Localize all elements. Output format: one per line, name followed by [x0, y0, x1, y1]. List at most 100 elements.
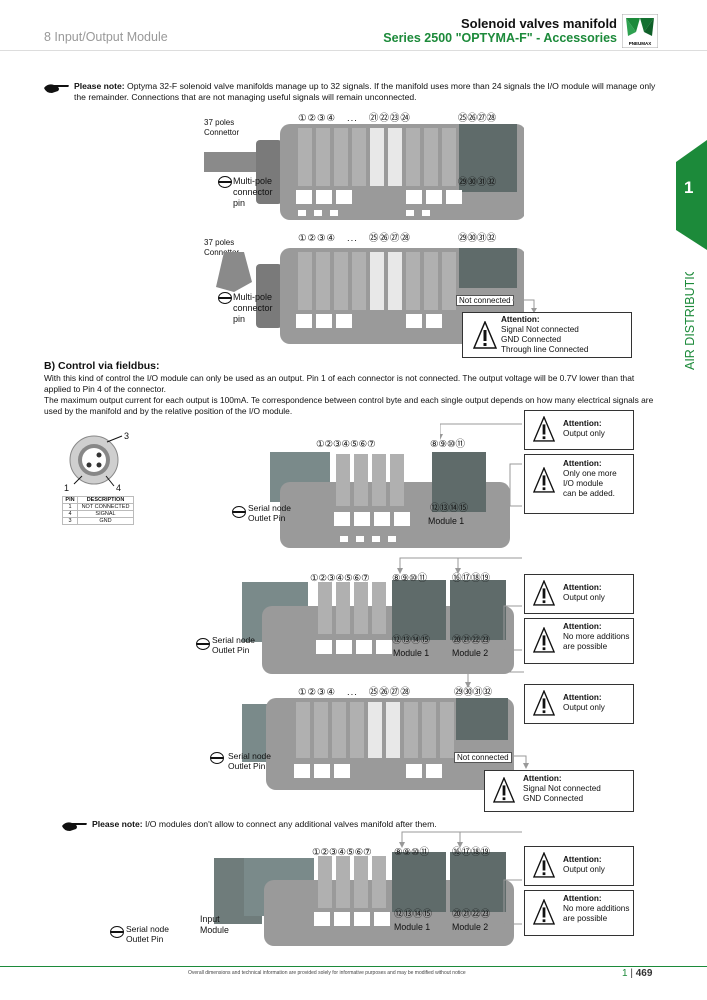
attention-box-output-only: Attention:Output only [524, 574, 634, 614]
module2-numbers-top-6: ⑯⑰⑱⑲ [452, 847, 491, 858]
warning-icon [473, 321, 497, 349]
module-numbers-bottom-3: ⑫⑬⑭⑮ [430, 503, 469, 514]
attention-box-output-only: Attention:Output only [524, 846, 634, 886]
pointing-hand-icon [44, 84, 69, 93]
attention-line: are possible [563, 642, 608, 651]
module2-numbers-bottom-6: ⑳㉑㉒㉓ [452, 909, 491, 920]
module-label: Module 1 [428, 516, 465, 526]
attention-box-no-more: Attention: No more additions are possibl… [524, 890, 634, 936]
note-2-text: I/O modules don't allow to connect any a… [145, 819, 437, 829]
table-cell: NOT CONNECTED [77, 503, 134, 511]
attention-box-no-more: Attention: No more additions are possibl… [524, 618, 634, 664]
section-b-paragraph-2: The maximum output current for each outp… [44, 395, 654, 416]
attention-line: Through line Connected [501, 345, 589, 354]
warning-icon [533, 690, 555, 716]
pneumax-logo: PNEUMAX [621, 13, 659, 49]
attention-line: Output only [563, 593, 605, 602]
connector-face-icon [69, 435, 123, 487]
warning-icon [493, 777, 515, 803]
serial-node-label: Serial node Outlet Pin [228, 751, 272, 771]
note-2: Please note: I/O modules don't allow to … [92, 819, 652, 830]
chapter-number: 1 [684, 178, 694, 197]
chapter-label-text: AIR DISTRIBUTION [683, 272, 697, 370]
manifold-diagram-5 [242, 698, 514, 790]
connector-label-2: 37 poles Connettor [204, 238, 240, 257]
module2-label: Module 2 [452, 922, 489, 932]
connector-label-1: 37 poles Connettor [204, 118, 240, 137]
warning-icon [533, 852, 555, 878]
note-1-text: Optyma 32-F solenoid valve manifolds man… [74, 81, 656, 102]
callout-lines [399, 831, 522, 925]
attention-line: GND Connected [523, 794, 584, 803]
attention-box-output-only: Attention:Output only [524, 410, 634, 450]
pin-callout: 4 [116, 483, 122, 493]
footer-divider [0, 966, 707, 967]
attention-line: can be added. [563, 489, 615, 498]
module2-numbers-top-4: ⑯⑰⑱⑲ [452, 573, 491, 584]
table-cell: 1 [62, 503, 78, 511]
module2-label: Module 2 [452, 648, 489, 658]
warning-icon [533, 627, 555, 653]
connector-pin-icon [218, 292, 232, 304]
module1-numbers-top-6: ⑧⑨⑩⑪ [394, 847, 430, 858]
attention-box-output-only: Attention:Output only [524, 684, 634, 724]
attention-line: Signal Not connected [523, 784, 601, 793]
attention-box-2: Attention: Signal Not connected GND Conn… [462, 312, 632, 358]
attention-line: are possible [563, 914, 608, 923]
connector-pin-icon [210, 752, 224, 764]
column-header: DESCRIPTION [77, 496, 134, 504]
module-numbers-top-3: ⑧⑨⑩⑪ [430, 439, 466, 450]
callout-lines [465, 671, 529, 769]
pin-callout: 1 [64, 483, 70, 493]
logo-text: PNEUMAX [629, 41, 652, 46]
signal-numbers-5: ①②③④ ... ㉕㉖㉗㉘ [298, 687, 411, 698]
module1-numbers-top-4: ⑧⑨⑩⑪ [392, 573, 428, 584]
module-numbers-top-2: ㉙㉚㉛㉜ [458, 233, 497, 244]
not-connected-label-2: Not connected [456, 295, 514, 306]
page-number-value: 469 [635, 968, 653, 979]
warning-icon [533, 580, 555, 606]
header-divider [0, 50, 707, 51]
input-module-label: Input Module [200, 914, 229, 935]
page-title: Solenoid valves manifold [460, 16, 617, 31]
page-section: 1 [622, 968, 628, 979]
arrow-down-icon [512, 299, 537, 313]
serial-node-label: Serial node Outlet Pin [126, 924, 170, 944]
warning-icon [533, 416, 555, 442]
table-cell: 4 [62, 510, 78, 518]
table-cell: 3 [62, 517, 78, 525]
connector-pin-icon [110, 926, 124, 938]
section-b-paragraph-1: With this kind of control the I/O module… [44, 373, 635, 394]
table-cell: GND [77, 517, 134, 525]
attention-line: Output only [563, 703, 605, 712]
page-subtitle: Series 2500 "OPTYMA-F" - Accessories [383, 31, 617, 45]
signal-numbers-6: ①②③④⑤⑥⑦ [312, 847, 372, 858]
attention-line: Output only [563, 865, 605, 874]
attention-title: Attention: [501, 315, 540, 324]
module-numbers-bottom-1: ㉙㉚㉛㉜ [458, 177, 497, 188]
manifold-diagram-6 [214, 852, 514, 946]
attention-title: Attention: [563, 855, 602, 864]
footer-disclaimer: Overall dimensions and technical informa… [188, 970, 466, 976]
module1-label: Module 1 [393, 648, 430, 658]
module1-numbers-bottom-6: ⑫⑬⑭⑮ [394, 909, 433, 920]
attention-title: Attention: [523, 774, 562, 783]
attention-line: Only one more [563, 469, 617, 478]
attention-title: Attention: [563, 894, 602, 903]
module1-label: Module 1 [394, 922, 431, 932]
attention-title: Attention: [563, 459, 602, 468]
manifold-diagram-4 [242, 580, 514, 674]
note-2-label: Please note: [92, 819, 143, 829]
warning-icon [533, 467, 555, 493]
pin-callout: 3 [124, 431, 130, 441]
module1-numbers-bottom-4: ⑫⑬⑭⑮ [392, 635, 431, 646]
attention-title: Attention: [563, 583, 602, 592]
attention-line: Output only [563, 429, 605, 438]
connector-pin-icon [232, 506, 246, 518]
attention-line: No more additions [563, 632, 630, 641]
pin-label-1: Multi-pole connector pin [233, 176, 273, 208]
